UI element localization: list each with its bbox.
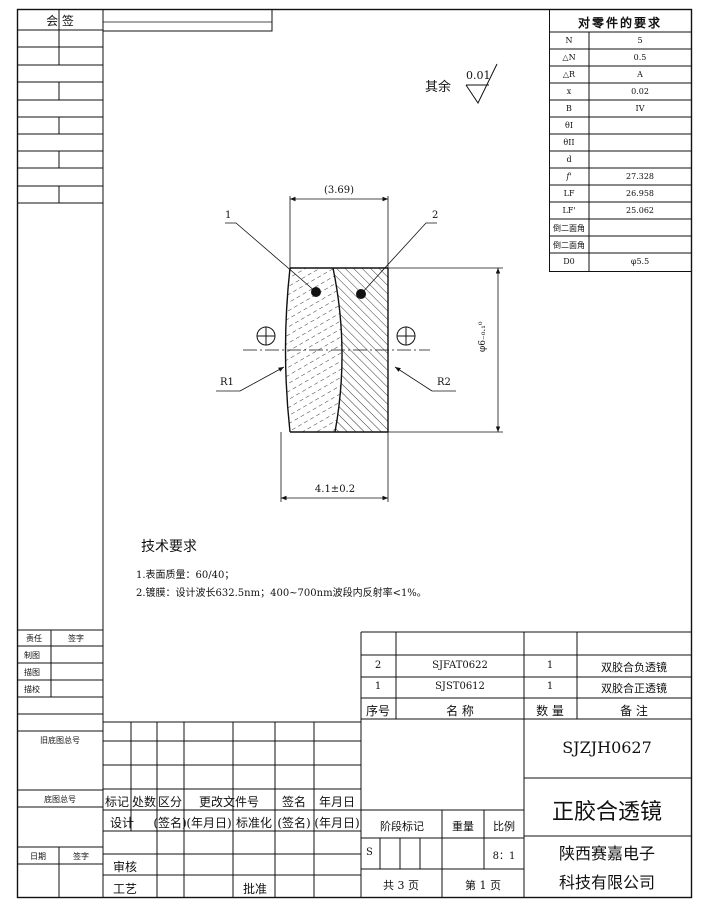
rev-header: 年月日 <box>318 795 356 809</box>
scale-label: 比例 <box>493 820 515 833</box>
rev-design: 设计 <box>109 816 135 830</box>
bom-name: SJFAT0622 <box>432 660 488 671</box>
company-line1: 陕西赛嘉电子 <box>558 844 656 863</box>
total-sheets: 共 3 页 <box>383 879 419 892</box>
part-name: 正胶合透镜 <box>551 800 663 825</box>
req-label: LF' <box>562 206 576 215</box>
req-value: φ5.5 <box>630 257 650 266</box>
role-label: 描校 <box>24 685 40 694</box>
role-label: 制图 <box>24 651 40 660</box>
rev-header: 签名 <box>281 795 307 809</box>
bom-header-name: 名 称 <box>446 704 474 718</box>
role-header: 责任 <box>26 634 42 643</box>
base-drawing-no: 底图总号 <box>44 795 76 804</box>
role-label: 描图 <box>24 668 40 677</box>
callout-2: 2 <box>432 210 439 221</box>
old-drawing-no: 旧底图总号 <box>40 736 80 745</box>
stage-label: 阶段标记 <box>380 820 424 833</box>
requirements-title: 对零件的要求 <box>577 16 663 30</box>
req-value: 0.02 <box>631 87 649 96</box>
bom-no: 1 <box>374 681 382 692</box>
review-label: 审核 <box>113 860 138 874</box>
bom-header-qty: 数 量 <box>536 704 564 718</box>
rev-design: 标准化 <box>235 816 273 830</box>
tech-req-item: 2.镀膜：设计波长632.5nm；400~700nm波段内反射率<1%。 <box>136 588 427 599</box>
req-label: B <box>566 104 572 113</box>
req-label: d <box>566 155 572 164</box>
bom-header-remark: 备 注 <box>620 704 648 718</box>
rev-design: (年月日) <box>314 816 360 830</box>
roughness-prefix: 其余 <box>425 80 452 95</box>
process-label: 工艺 <box>113 882 138 896</box>
req-value: 26.958 <box>626 189 654 198</box>
callout-1: 1 <box>225 210 232 221</box>
weight-label: 重量 <box>452 820 474 833</box>
drawing-code: SJZJH0627 <box>562 738 652 757</box>
label-r1: R1 <box>220 377 234 388</box>
req-label: N <box>565 36 573 45</box>
bom-no: 2 <box>374 660 382 671</box>
req-value: IV <box>635 104 645 113</box>
roughness-symbol <box>465 63 498 105</box>
approve-label: 批准 <box>243 882 268 896</box>
countersign-title: 会 签 <box>46 14 74 28</box>
req-label: f' <box>566 172 572 181</box>
rev-design: (签名) <box>277 816 311 830</box>
req-label: 倒二面角 <box>553 241 585 250</box>
sheet-no: 第 1 页 <box>465 879 501 892</box>
bom-qty: 1 <box>546 660 554 671</box>
req-label: △N <box>562 53 576 62</box>
role-header: 签字 <box>68 634 84 643</box>
req-label: D0 <box>563 257 575 266</box>
rev-design: (年月日) <box>186 816 232 830</box>
rev-header: 更改文件号 <box>198 795 260 809</box>
rev-header: 处数 <box>131 795 157 809</box>
rev-header: 标记 <box>104 795 130 809</box>
dim-top: (3.69) <box>323 185 355 196</box>
bom-remark: 双胶合负透镜 <box>601 661 667 674</box>
company-line2: 科技有限公司 <box>558 873 656 892</box>
signature-label: 签字 <box>73 852 89 861</box>
req-value: 0.5 <box>633 53 647 62</box>
lens-drawing <box>216 196 503 502</box>
dim-bottom: 4.1±0.2 <box>314 484 356 495</box>
tech-req-title: 技术要求 <box>141 539 197 555</box>
label-r2: R2 <box>437 377 451 388</box>
req-label: △R <box>562 70 576 79</box>
req-value: A <box>637 70 643 79</box>
req-value: 25.062 <box>626 206 654 215</box>
rev-design: (签名) <box>153 816 187 830</box>
req-label: LF <box>563 189 575 198</box>
date-label: 日期 <box>30 852 46 861</box>
req-label: θI <box>565 121 573 130</box>
dim-diameter: φ6₋₀.₁⁰ <box>478 321 488 352</box>
bom-name: SJST0612 <box>435 681 485 692</box>
stage-value: S <box>366 847 373 858</box>
req-label: 倒二面角 <box>553 224 585 233</box>
bom-remark: 双胶合正透镜 <box>601 682 667 695</box>
bom-qty: 1 <box>546 681 554 692</box>
roughness-value: 0.01 <box>466 69 491 82</box>
req-label: x <box>566 87 572 96</box>
scale-value: 8：1 <box>492 851 516 862</box>
req-value: 5 <box>637 36 643 45</box>
tech-req-item: 1.表面质量：60/40； <box>136 570 235 581</box>
rev-header: 区分 <box>157 795 183 809</box>
req-label: θII <box>563 138 575 147</box>
bom-header-no: 序号 <box>365 704 391 718</box>
req-value: 27.328 <box>626 172 654 181</box>
